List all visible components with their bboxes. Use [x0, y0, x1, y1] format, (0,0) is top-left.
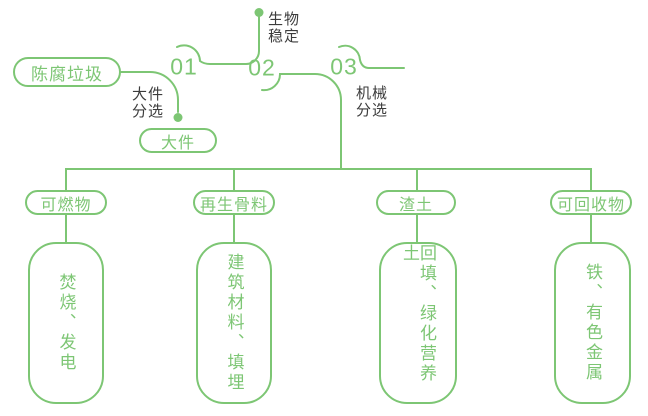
connector-step01-to-step02	[176, 16, 260, 65]
result-box-backfill-text: 回填、绿化营养土	[400, 244, 436, 384]
branch-pill-combustibles-label: 可燃物	[40, 196, 92, 214]
bulky-item-pill-label: 大件	[160, 134, 195, 152]
connector-source-to-bulky	[120, 71, 179, 113]
connector-step03-out	[338, 44, 405, 69]
bulky-item-pill: 大件	[139, 128, 217, 153]
result-box-metals-text: 铁、有色金属	[583, 263, 602, 383]
node-dot-bio	[254, 8, 264, 17]
bulky-sorting-label-line2: 分选	[132, 103, 165, 120]
node-dot-bulky	[173, 113, 183, 122]
source-pill-label: 陈腐垃圾	[31, 64, 103, 84]
branch-pill-recycled-aggregate-label: 再生骨料	[199, 196, 268, 214]
result-box-metals: 铁、有色金属	[554, 242, 631, 404]
result-box-incineration-text: 焚烧、发电	[56, 273, 76, 373]
bulky-sorting-label-line1: 大件	[132, 86, 165, 103]
bio-stabilization-label-line2: 稳定	[268, 28, 301, 45]
branch-pill-recyclables: 可回收物	[550, 190, 632, 215]
bio-stabilization-label-line1: 生物	[268, 11, 301, 28]
result-box-building-materials-text: 建筑材料、填埋	[224, 253, 244, 393]
branch-pill-combustibles: 可燃物	[25, 190, 107, 215]
branch-pill-residue-soil-label: 渣土	[398, 196, 433, 214]
source-pill-aged-waste: 陈腐垃圾	[13, 57, 121, 87]
result-box-building-materials: 建筑材料、填埋	[196, 242, 272, 404]
bio-stabilization-label: 生物 稳定	[268, 11, 300, 45]
mechanical-sorting-label: 机械 分选	[356, 85, 388, 119]
branch-pill-recyclables-label: 可回收物	[556, 196, 625, 214]
branch-pill-recycled-aggregate: 再生骨料	[193, 190, 275, 215]
step-number-03: 03	[330, 53, 358, 80]
step-number-02: 02	[248, 54, 276, 81]
result-box-incineration: 焚烧、发电	[28, 242, 104, 404]
branch-pill-residue-soil: 渣土	[376, 190, 456, 215]
step-number-01: 01	[170, 53, 198, 80]
mechanical-sorting-label-line1: 机械	[356, 85, 389, 102]
distribution-bar	[65, 168, 592, 191]
mechanical-sorting-label-line2: 分选	[356, 102, 389, 119]
result-box-backfill: 回填、绿化营养土	[379, 242, 457, 404]
connector-step02-to-bar	[261, 73, 342, 170]
bulky-sorting-label: 大件 分选	[132, 86, 164, 120]
